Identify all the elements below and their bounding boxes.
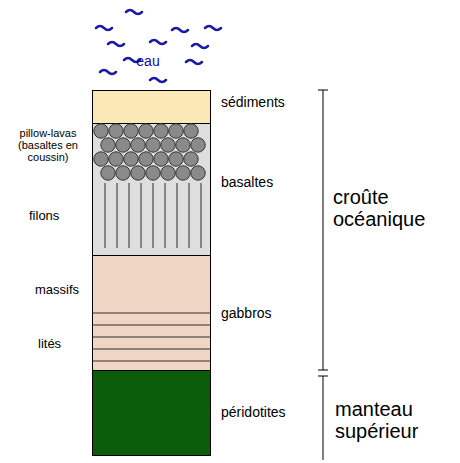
pillow-lava [139,152,153,166]
wave-stroke [150,78,166,82]
pillow-lava [116,138,130,152]
sediment-band: sédiments [92,90,211,124]
dike [177,183,178,248]
crust-label: croûte océanique [333,186,445,230]
pillow-lava [184,152,198,166]
layer-label: péridotites [221,405,321,420]
wave-stroke [100,70,116,74]
wave-stroke [126,10,142,14]
basalt-band: pillow-lavas (basaltes en coussin)basalt… [92,123,211,256]
pillow-lava [139,124,153,138]
wave-stroke [192,44,208,48]
peridotite-band: péridotites [92,370,211,456]
pillow-lava [101,166,115,180]
dike [105,183,106,248]
wave-stroke [205,26,221,30]
layer-line [92,325,211,326]
pillow-lava [116,166,130,180]
pillow-lava [184,124,198,138]
water-label: eau [118,54,178,69]
pillow-lava [146,138,160,152]
dike [129,183,130,248]
layer-label: sédiments [221,95,311,110]
pillow-lava [101,138,115,152]
pillow-lava [94,124,108,138]
pillow-lava [94,152,108,166]
layer-line [92,361,211,362]
pillow-lava [124,124,138,138]
pillow-lava [154,152,168,166]
dike [165,183,166,248]
pillow-lava [161,166,175,180]
layer-label: lités [38,337,98,351]
dike [201,183,202,248]
wave-stroke [186,60,202,64]
bracket-tick [318,90,328,91]
pillow-lava [169,152,183,166]
layer-label: massifs [35,283,95,297]
layer-label: gabbros [221,306,311,321]
crust-bracket [323,90,324,370]
wave-stroke [96,26,112,30]
wave-stroke [108,42,124,46]
layer-label: basaltes [221,175,311,190]
gabbro-band: massifsgabbroslités [92,255,211,371]
pillow-lava [154,124,168,138]
wave-stroke [150,40,166,44]
pillow-lava [146,166,160,180]
pillow-lava [176,166,190,180]
pillow-lava [176,138,190,152]
pillow-lava [109,124,123,138]
layer-label: filons [29,209,89,223]
mantle-label: manteau supérieur [335,398,447,442]
pillow-lavas-symbols [94,124,205,180]
dike [117,183,118,248]
pillow-lava [191,166,205,180]
pillow-lava [169,124,183,138]
layer-line [92,349,211,350]
layer-line [92,337,211,338]
bracket-tick [318,370,328,371]
mantle-bracket [323,376,324,460]
pillow-lava [109,152,123,166]
dike [189,183,190,248]
layer-line [92,313,211,314]
pillow-lava [191,138,205,152]
dike [153,183,154,248]
layer-label: pillow-lavas (basaltes en coussin) [15,127,81,163]
pillow-lava [131,138,145,152]
dike [141,183,142,248]
bracket [318,90,328,460]
dike-lines [105,183,201,248]
bracket-tick [318,376,328,377]
pillow-lava [131,166,145,180]
gabbro-layering [92,313,211,361]
water-waves [96,10,221,82]
wave-stroke [172,28,188,32]
pillow-lava [124,152,138,166]
pillow-lava [161,138,175,152]
